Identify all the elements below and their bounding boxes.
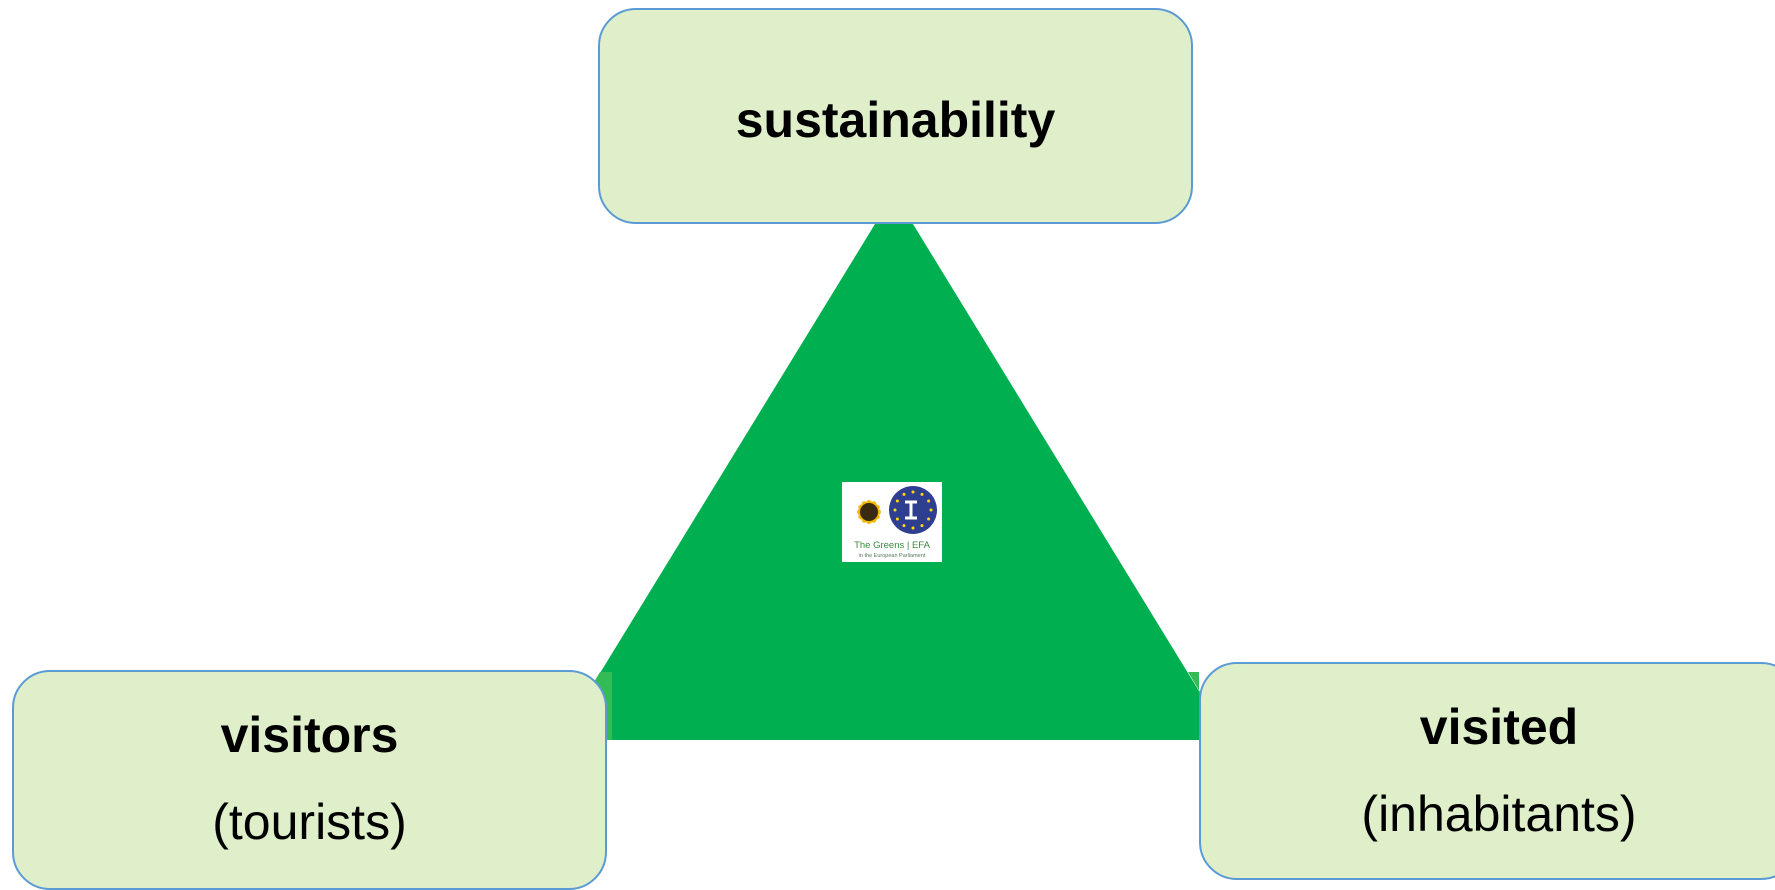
- visitors-box: visitors (tourists): [12, 670, 607, 890]
- visitors-label: visitors: [220, 707, 399, 763]
- logo-tagline: in the European Parliament: [859, 553, 926, 559]
- sunflower-icon: [857, 500, 881, 524]
- greens-efa-logo: The Greens | EFA in the European Parliam…: [842, 482, 942, 562]
- inhabitants-label: (inhabitants): [1361, 786, 1637, 842]
- green-triangle: [559, 193, 1229, 740]
- logo-text: The Greens | EFA: [854, 540, 931, 551]
- sustainability-label: sustainability: [735, 92, 1056, 148]
- eu-stars-icon: [889, 486, 937, 534]
- tourists-label: (tourists): [212, 794, 407, 850]
- visited-label: visited: [1419, 699, 1579, 755]
- visited-box: visited (inhabitants): [1199, 662, 1775, 880]
- sustainability-box: sustainability: [598, 8, 1193, 224]
